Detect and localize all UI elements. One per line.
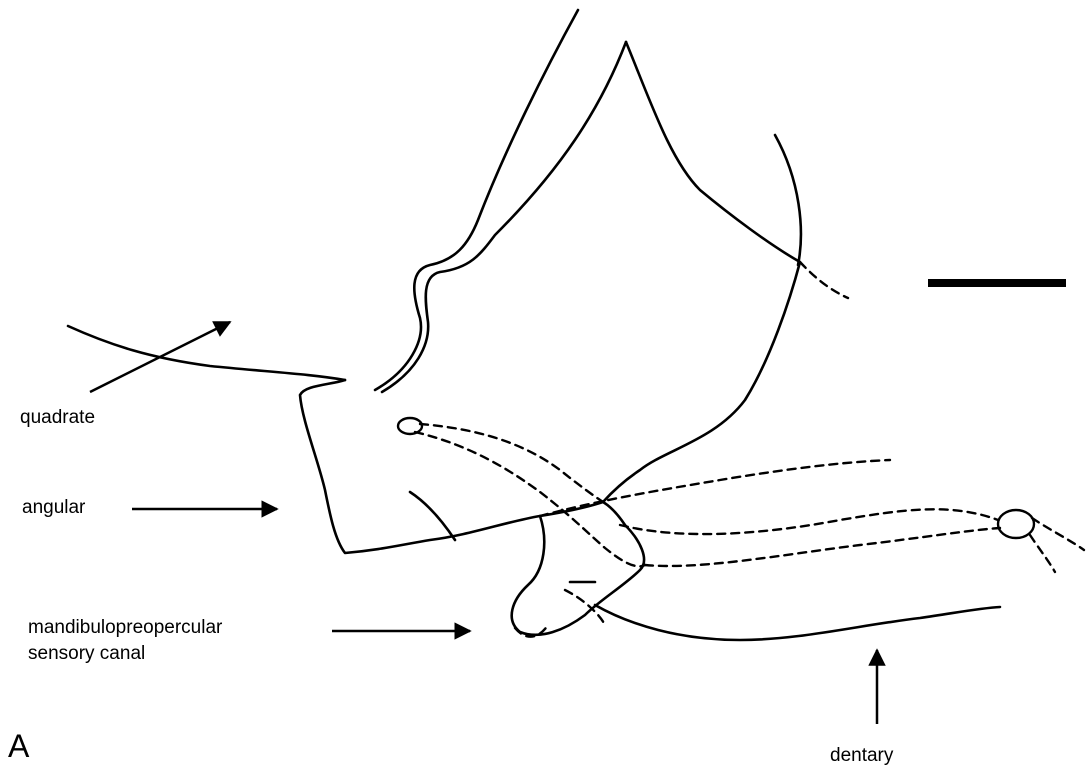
quadrate-arrow	[90, 322, 230, 392]
right-curve-dashed	[800, 262, 848, 298]
canal-dashed-6	[1032, 518, 1084, 550]
angular-inner	[410, 492, 455, 540]
quadrate-label: quadrate	[20, 406, 95, 430]
triangle-outline	[603, 42, 800, 502]
pore-right	[998, 510, 1034, 538]
angular-outline	[300, 380, 603, 553]
upper-long-line	[375, 10, 578, 390]
canal-dashed-3	[540, 460, 890, 516]
right-curve	[775, 135, 801, 265]
canal-dashed-7	[1030, 535, 1055, 572]
scale-bar	[928, 279, 1066, 287]
dentary-lower-edge	[595, 605, 1000, 640]
canal-dashed-1	[420, 424, 603, 502]
canal-label-line1: mandibulopreopercular	[28, 616, 222, 640]
panel-letter: A	[8, 728, 29, 765]
canal-label-line2: sensory canal	[28, 642, 145, 666]
canal-dashed-4	[620, 509, 998, 534]
dentary-label: dentary	[830, 744, 893, 768]
angular-label: angular	[22, 496, 85, 520]
